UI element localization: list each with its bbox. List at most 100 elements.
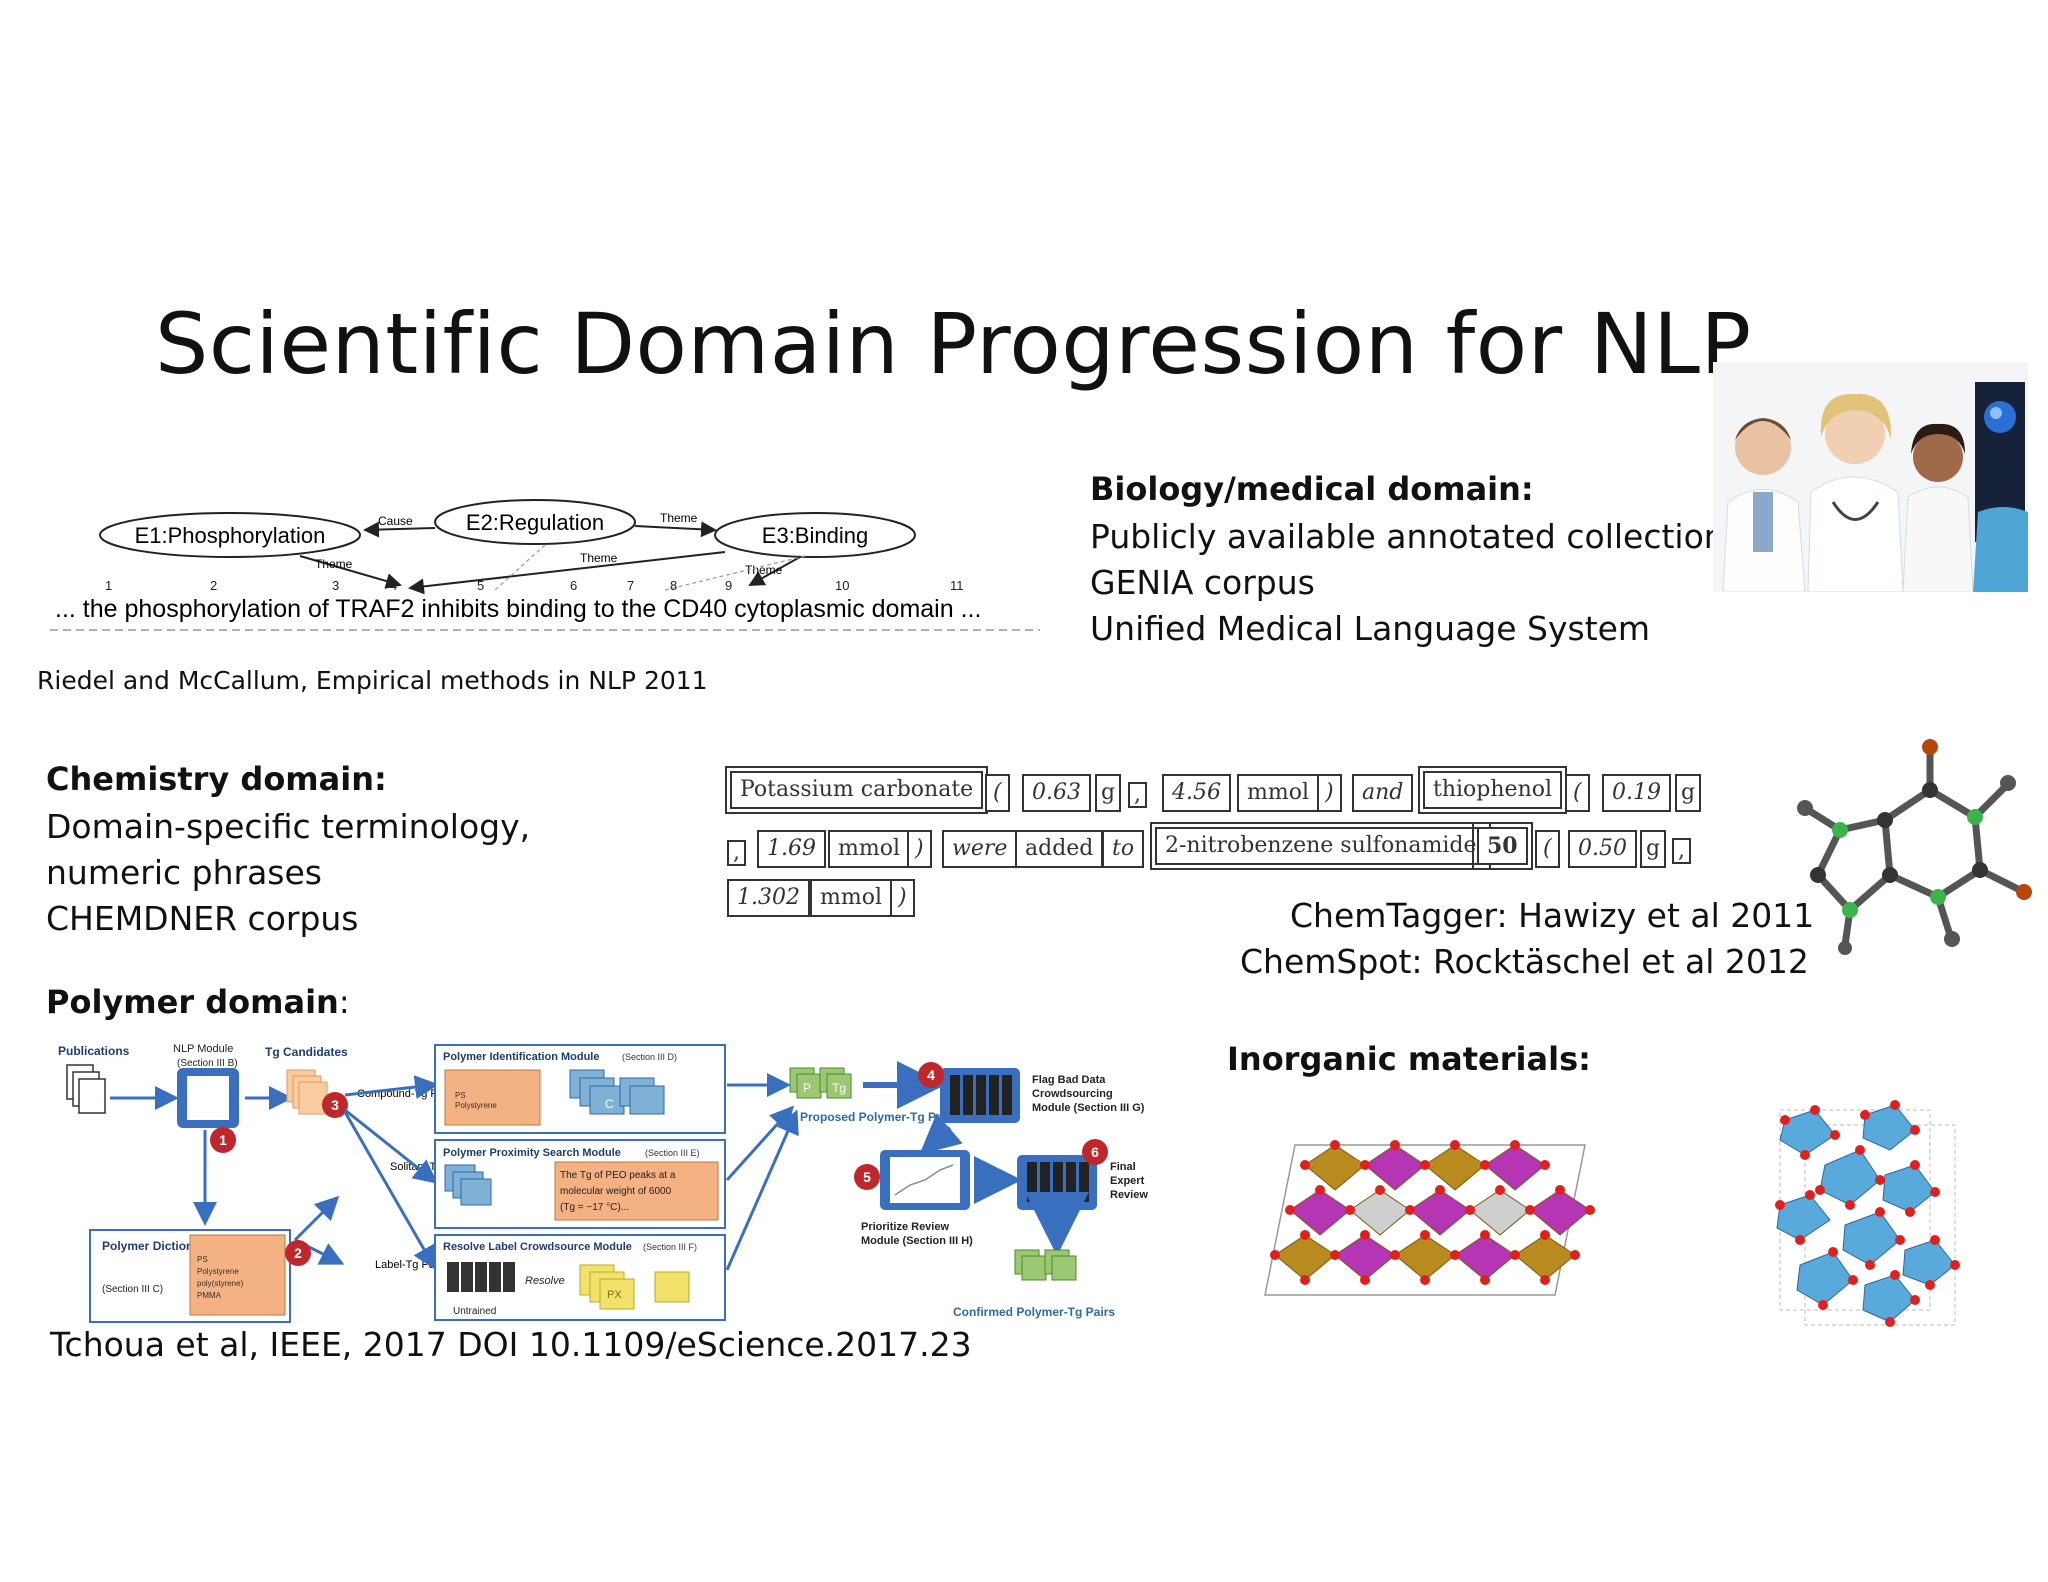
chem-token: (	[1565, 774, 1590, 812]
biology-event-figure: E1:Phosphorylation E2:Regulation E3:Bind…	[50, 499, 1040, 631]
proposed-pairs-label: Proposed Polymer-Tg Pairs	[800, 1110, 958, 1124]
prox-module-label: Polymer Proximity Search Module	[443, 1147, 621, 1159]
label-module-section: (Section III F)	[643, 1242, 697, 1252]
chem-token: were	[942, 830, 1018, 868]
token-index: 11	[950, 578, 964, 593]
event-node-e2	[434, 499, 636, 545]
biology-line-1: Publicly available annotated collections	[1090, 517, 1742, 556]
px-label: PX	[607, 1289, 622, 1301]
chem-token: 4.56	[1162, 774, 1231, 812]
event-label-e1: E1:Phosphorylation	[135, 523, 326, 548]
biology-heading: Biology/medical domain:	[1090, 470, 1534, 508]
chem-token: 1.69	[757, 830, 826, 868]
untrained-label: Untrained	[453, 1306, 496, 1317]
chem-token: added	[1015, 830, 1104, 868]
chem-token: mmol	[810, 879, 893, 917]
chem-token: (	[985, 774, 1010, 812]
step-1-badge: 1	[219, 1132, 227, 1148]
id-row: Polystyrene	[455, 1101, 497, 1110]
biology-citation: Riedel and McCallum, Empirical methods i…	[37, 666, 708, 695]
token-index: 1	[105, 578, 112, 593]
chem-token: ,	[727, 840, 746, 866]
polymer-heading: Polymer domain:	[46, 983, 350, 1021]
event-node-e1	[99, 512, 361, 558]
edge-theme-2: Theme	[315, 557, 353, 571]
final-line: Review	[1110, 1189, 1148, 1201]
confirmed-pairs-label: Confirmed Polymer-Tg Pairs	[953, 1305, 1115, 1319]
token-index: 7	[627, 578, 634, 593]
polymer-pipeline-diagram: Publications NLP Module (Section III B) …	[58, 1043, 1148, 1323]
chem-token: 50	[1472, 822, 1533, 870]
token-index: 3	[332, 578, 339, 593]
token-index: 8	[670, 578, 677, 593]
polymer-heading-text: Polymer domain	[46, 983, 339, 1021]
resolve-label: Resolve	[525, 1275, 565, 1287]
event-sentence: ... the phosphorylation of TRAF2 inhibit…	[55, 595, 981, 623]
chemistry-heading: Chemistry domain:	[46, 760, 387, 798]
id-row: PS	[455, 1091, 466, 1100]
chemspot-citation: ChemSpot: Rocktäschel et al 2012	[1240, 942, 1809, 981]
publications-label: Publications	[58, 1044, 130, 1058]
biology-line-2: GENIA corpus	[1090, 563, 1315, 602]
flag-line: Flag Bad Data	[1032, 1074, 1106, 1086]
biology-line-3: Unified Medical Language System	[1090, 609, 1651, 648]
edge-theme-3: Theme	[580, 551, 618, 565]
chem-token: thiophenol	[1417, 766, 1568, 814]
event-label-e3: E3:Binding	[762, 523, 868, 548]
edge-theme-1: Theme	[660, 511, 698, 525]
crystal-structure-2	[1775, 1100, 1960, 1327]
token-index: 5	[477, 578, 484, 593]
token-index: 6	[570, 578, 577, 593]
chemistry-line-3: CHEMDNER corpus	[46, 899, 359, 938]
final-line: Final	[1110, 1161, 1136, 1173]
token-index: 2	[210, 578, 217, 593]
id-module-label: Polymer Identification Module	[443, 1051, 599, 1063]
chem-token: 0.63	[1022, 774, 1091, 812]
molecule-illustration	[1797, 739, 2032, 955]
tg-label: Tg	[832, 1081, 846, 1095]
prox-text: molecular weight of 6000	[560, 1186, 672, 1197]
p-label: P	[803, 1081, 811, 1095]
prioritize-line: Module (Section III H)	[861, 1235, 973, 1247]
inorganic-heading: Inorganic materials:	[1227, 1040, 1591, 1078]
token-index: 9	[725, 578, 732, 593]
chemistry-line-2: numeric phrases	[46, 853, 322, 892]
polymer-citation: Tchoua et al, IEEE, 2017 DOI 10.1109/eSc…	[50, 1325, 972, 1364]
step-4-badge: 4	[927, 1067, 935, 1083]
flag-line: Module (Section III G)	[1032, 1102, 1145, 1114]
chem-token: and	[1352, 774, 1414, 812]
event-label-e2: E2:Regulation	[466, 510, 604, 535]
step-6-badge: 6	[1091, 1144, 1099, 1160]
chemistry-line-1: Domain-specific terminology,	[46, 807, 531, 846]
dict-row: PMMA	[197, 1291, 222, 1300]
prox-text: (Tg = −17 °C)...	[560, 1202, 629, 1213]
chem-token: to	[1102, 830, 1145, 868]
id-module-section: (Section III D)	[622, 1052, 677, 1062]
c-label: C	[605, 1097, 614, 1111]
slide-title: Scientific Domain Progression for NLP	[155, 295, 1752, 393]
step-2-badge: 2	[294, 1245, 302, 1261]
tg-candidates-label: Tg Candidates	[265, 1045, 348, 1059]
dict-module-section: (Section III C)	[102, 1284, 163, 1295]
step-5-badge: 5	[863, 1169, 871, 1185]
edge-theme-4: Theme	[745, 563, 783, 577]
edge-cause: Cause	[378, 514, 413, 528]
dict-row: poly(styrene)	[197, 1279, 244, 1288]
chem-token: Potassium carbonate	[724, 766, 989, 814]
chem-token: 2-nitrobenzene sulfonamide	[1149, 822, 1492, 870]
chem-token: 0.50	[1568, 830, 1637, 868]
chem-token: mmol	[828, 830, 911, 868]
chem-token: )	[907, 830, 932, 868]
chem-token: 1.302	[727, 879, 810, 917]
polymer-heading-colon: :	[338, 983, 350, 1021]
token-index: 4	[390, 578, 397, 593]
chem-token: ,	[1128, 782, 1147, 808]
chem-token: mmol	[1237, 774, 1320, 812]
chem-token: )	[890, 879, 915, 917]
nlp-module-label: NLP Module	[173, 1043, 233, 1055]
dict-row: Polystyrene	[197, 1267, 239, 1276]
chemtagger-citation: ChemTagger: Hawizy et al 2011	[1290, 896, 1815, 935]
chem-token: g	[1095, 774, 1122, 812]
chem-token: ,	[1672, 838, 1691, 864]
doctors-photo	[1713, 362, 2028, 592]
